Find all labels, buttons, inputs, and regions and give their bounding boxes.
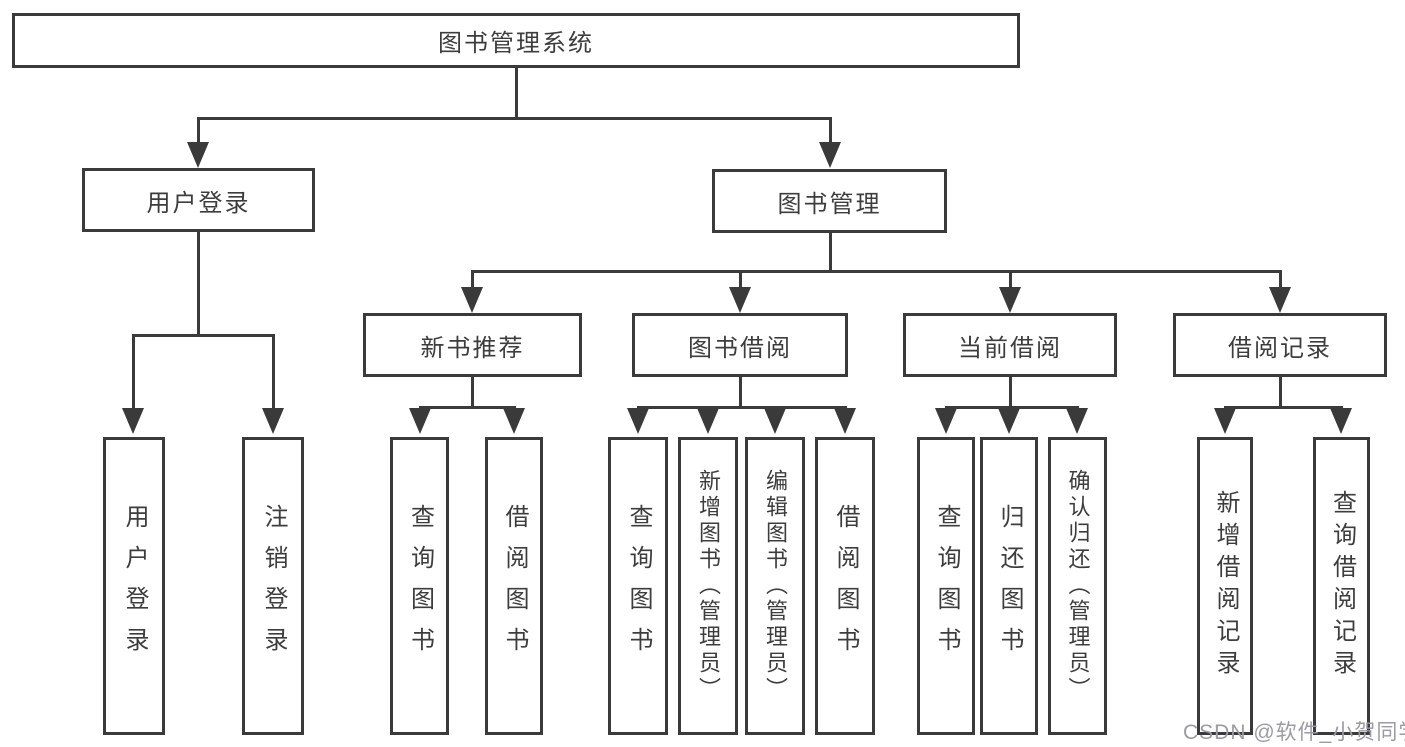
node-new-book-recommend: 新书推荐 [363, 313, 582, 377]
leaf-user-login: 用户登录 [103, 437, 165, 735]
connector-line [471, 270, 1282, 273]
connector-line [515, 66, 518, 118]
leaf-query-books-current: 查询图书 [917, 437, 975, 735]
node-library-management-system: 图书管理系统 [12, 13, 1020, 68]
leaf-label: 新增图书（管理员） [696, 469, 721, 703]
connector-line [197, 232, 200, 337]
arrowhead-icon [998, 408, 1020, 434]
connector-line [132, 334, 275, 337]
arrowhead-icon [697, 408, 719, 434]
arrowhead-icon [1269, 287, 1291, 313]
leaf-label: 用户登录 [121, 504, 148, 668]
connector-line [1224, 406, 1343, 409]
arrowhead-icon [1330, 408, 1352, 434]
connector-line [272, 334, 275, 410]
leaf-add-books-admin: 新增图书（管理员） [678, 437, 738, 735]
node-label: 当前借阅 [958, 334, 1062, 362]
connector-line [945, 406, 1079, 409]
leaf-label: 编辑图书（管理员） [763, 469, 788, 703]
arrowhead-icon [764, 408, 786, 434]
arrowhead-icon [627, 408, 649, 434]
node-book-management: 图书管理 [712, 169, 947, 233]
connector-line [1009, 270, 1012, 290]
connector-line [471, 377, 474, 409]
leaf-label: 查询图书 [406, 504, 434, 668]
leaf-query-books-recommend: 查询图书 [390, 437, 449, 735]
node-label: 用户登录 [146, 189, 251, 217]
leaf-logout: 注销登录 [242, 437, 304, 735]
leaf-label: 借阅图书 [501, 504, 528, 668]
arrowhead-icon [999, 287, 1021, 313]
leaf-query-borrow-record: 查询借阅记录 [1313, 437, 1370, 735]
connector-line [1279, 377, 1282, 409]
arrowhead-icon [935, 408, 957, 434]
arrowhead-icon [729, 287, 751, 313]
leaf-label: 归还图书 [996, 504, 1023, 668]
arrowhead-icon [1214, 408, 1236, 434]
connector-line [739, 377, 742, 409]
arrowhead-icon [503, 408, 525, 434]
arrowhead-icon [461, 287, 483, 313]
leaf-label: 新增借阅记录 [1212, 490, 1239, 682]
leaf-borrow-books-recommend: 借阅图书 [485, 437, 543, 735]
arrowhead-icon [262, 408, 284, 434]
node-book-borrowing: 图书借阅 [632, 313, 848, 377]
connector-line [637, 406, 847, 409]
connector-line [829, 233, 832, 273]
leaf-borrow-books: 借阅图书 [815, 437, 875, 735]
arrowhead-icon [819, 142, 841, 168]
csdn-watermark: CSDN @软件_小贺同学 [1183, 721, 1405, 744]
arrowhead-icon [409, 408, 431, 434]
leaf-label: 查询图书 [933, 504, 960, 668]
connector-line [471, 270, 474, 290]
node-borrowing-records: 借阅记录 [1173, 313, 1387, 377]
node-label: 新书推荐 [420, 334, 525, 362]
arrowhead-icon [1066, 408, 1088, 434]
connector-line [739, 270, 742, 290]
connector-line [132, 334, 135, 410]
leaf-confirm-return-admin: 确认归还（管理员） [1048, 437, 1107, 735]
node-label: 图书管理 [777, 190, 882, 218]
connector-line [197, 117, 832, 120]
leaf-label: 借阅图书 [832, 504, 859, 668]
connector-line [197, 117, 200, 147]
leaf-add-borrow-record: 新增借阅记录 [1197, 437, 1253, 735]
node-user-login: 用户登录 [82, 168, 315, 232]
node-current-borrowing: 当前借阅 [903, 313, 1117, 377]
leaf-label: 查询图书 [625, 504, 652, 668]
connector-line [1009, 377, 1012, 409]
connector-line [419, 406, 516, 409]
leaf-label: 查询借阅记录 [1328, 490, 1356, 682]
node-label: 图书管理系统 [438, 30, 594, 57]
leaf-query-books-borrowing: 查询图书 [608, 437, 668, 735]
arrowhead-icon [122, 408, 144, 434]
connector-line [829, 117, 832, 147]
connector-line [1279, 270, 1282, 290]
leaf-return-books: 归还图书 [980, 437, 1038, 735]
arrowhead-icon [187, 142, 209, 168]
leaf-label: 确认归还（管理员） [1065, 469, 1091, 703]
leaf-edit-books-admin: 编辑图书（管理员） [745, 437, 805, 735]
arrowhead-icon [834, 408, 856, 434]
leaf-label: 注销登录 [260, 504, 287, 668]
node-label: 图书借阅 [688, 334, 792, 362]
node-label: 借阅记录 [1228, 334, 1332, 362]
